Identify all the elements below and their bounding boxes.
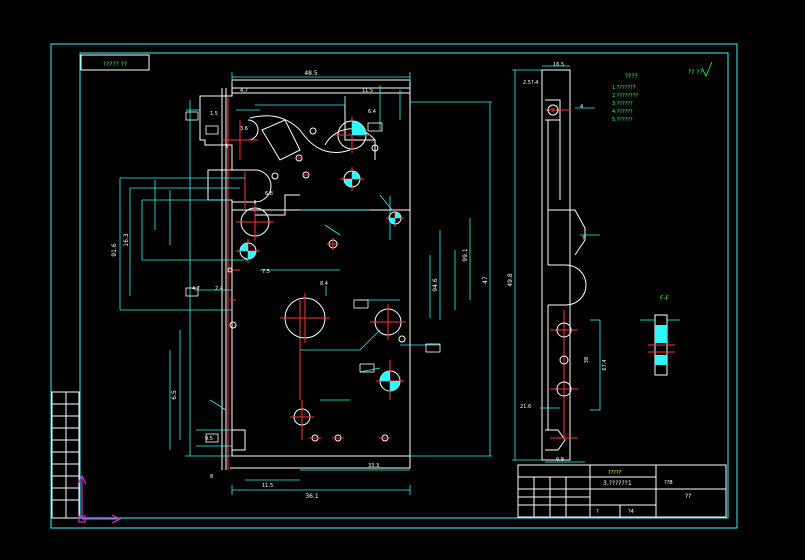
side-view: 2.5?.4 16.5 49.8 4 ? 67.4 38 21.6 0.8 (507, 62, 608, 463)
dim-bottom-overall: 36.1 (305, 493, 319, 500)
hole-quadrant-fills (240, 121, 401, 391)
technical-notes: ???? 1.??????? 2.???????? 3.?????? 4.???… (612, 61, 713, 123)
dim-side-hole-pitch: 38 (584, 357, 590, 363)
dim-top-right: 11.5 (362, 88, 373, 94)
sheet-outer-border (50, 43, 738, 529)
title-scale: ? (596, 509, 599, 515)
side-dimension-texts: 2.5?.4 16.5 49.8 4 ? 67.4 38 21.6 0.8 (507, 62, 608, 463)
section-view-f-f: F-F (640, 295, 680, 376)
dim-side-bottom: 0.8 (556, 457, 564, 463)
dim-left-vertical-c: 6.5 (171, 390, 178, 400)
dim-overall-width: 48.5 (304, 70, 318, 77)
title-material: ??B (664, 480, 673, 486)
main-plate-outline (199, 79, 411, 470)
notes-title: ???? (625, 73, 638, 80)
dim-hole-a: 6.4 (368, 109, 376, 115)
roughness-check-icon (701, 61, 713, 77)
dim-step: 1.5 (210, 111, 218, 117)
dim-side-bottom-hole: 21.6 (520, 404, 531, 410)
dim-side-width: 16.5 (553, 62, 564, 68)
dim-right-vertical-b: 99.1 (462, 248, 469, 262)
dim-side-top: 2.5?.4 (523, 80, 538, 86)
dim-hole-b: 8.4 (320, 281, 328, 287)
title-sheet-count: ?4 (628, 509, 634, 515)
section-label: F-F (660, 295, 670, 302)
dim-bottom-b: 33.3 (368, 463, 379, 469)
dim-bottom-c: 8 (210, 474, 213, 480)
surface-roughness-symbol: ?? ?? (688, 69, 703, 76)
dim-left-vertical-b: 16.3 (123, 233, 130, 247)
note-line-1: 1.??????? (612, 85, 636, 91)
dim-left-vertical-a: 91.6 (111, 243, 118, 257)
sheet-inner-border (79, 52, 729, 519)
ucs-axis-icon (77, 474, 122, 524)
dim-pin-a: 2.4 (215, 286, 223, 292)
title-block: ????? 3.??????1 ??B ? ?4 ?? (517, 464, 727, 518)
main-dimension-texts: 48.5 4.7 1.5 3.6 11.5 6.4 5 6.8 2.4 8.4 … (111, 70, 489, 500)
dim-top-left: 4.7 (240, 88, 248, 94)
dim-right-vertical-c: 94.6 (432, 278, 439, 292)
dim-side-hole: 4 (580, 104, 583, 110)
note-line-5: 5.?????? (612, 117, 633, 123)
dim-hole-c: 7.5 (262, 269, 270, 275)
side-dimension-lines (512, 65, 601, 463)
note-line-3: 3.?????? (612, 101, 633, 107)
dim-side-b: 9.5 (205, 436, 213, 442)
note-line-4: 4.?????? (612, 109, 633, 115)
main-dimension-lines (119, 72, 492, 495)
header-box-text: ????? ?? (103, 61, 127, 68)
dim-hook-c: 6.8 (265, 191, 273, 197)
dim-hook-a: 3.6 (240, 126, 248, 132)
note-line-2: 2.???????? (612, 93, 638, 99)
side-holes (547, 104, 572, 397)
dim-side-a: 4.7 (192, 286, 200, 292)
main-view: 48.5 4.7 1.5 3.6 11.5 6.4 5 6.8 2.4 8.4 … (111, 70, 492, 500)
dim-side-hole-span: 67.4 (602, 359, 608, 370)
side-profile (541, 69, 587, 461)
dim-right-vertical-a: 47 (482, 276, 489, 284)
header-box: ????? ?? (80, 54, 150, 71)
side-center-lines (545, 108, 578, 440)
title-drawing-name: 3.??????1 (603, 480, 632, 487)
revision-strip (51, 391, 80, 519)
dim-bottom-a: 11.5 (262, 483, 273, 489)
main-leaders (209, 194, 393, 411)
dim-side-step: ? (582, 236, 585, 242)
dim-hook-b: 5 (225, 144, 228, 150)
main-annotation-boxes (185, 111, 441, 443)
dim-side-height: 49.8 (507, 273, 514, 287)
title-company: ????? (608, 470, 622, 476)
title-stamp: ?? (685, 493, 691, 500)
